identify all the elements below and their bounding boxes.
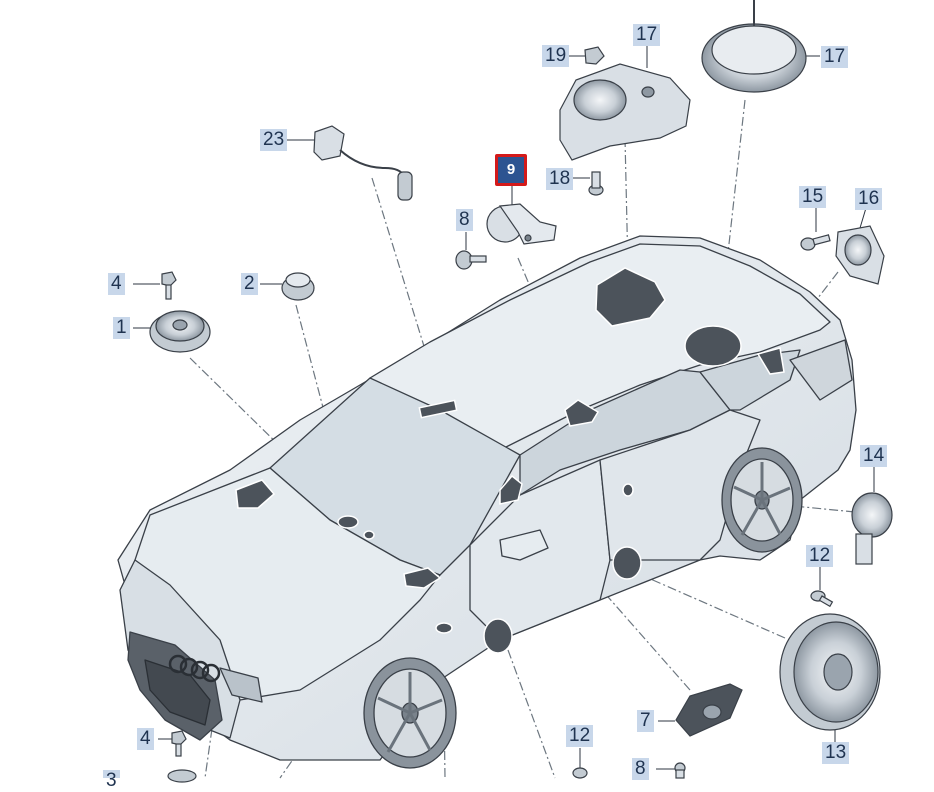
callout-18[interactable]: 18 [546, 168, 574, 190]
callout-1[interactable]: 1 [113, 317, 130, 339]
part-12-screw-lower [572, 767, 588, 779]
car-body [117, 235, 857, 769]
mount-locations [235, 267, 785, 654]
part-1-speaker [149, 310, 211, 353]
callout-15[interactable]: 15 [799, 186, 827, 208]
part-23-sensor [313, 125, 413, 201]
part-2-grommet [281, 272, 315, 301]
callout-13[interactable]: 13 [822, 742, 850, 764]
callout-4-lower[interactable]: 4 [137, 728, 154, 750]
part-13-woofer [779, 613, 881, 731]
callout-23[interactable]: 23 [260, 129, 288, 151]
callout-12-right[interactable]: 12 [806, 545, 834, 567]
part-4-screw-upper [161, 271, 177, 300]
callout-16[interactable]: 16 [855, 188, 883, 210]
callout-17-box[interactable]: 17 [633, 24, 661, 46]
callout-17-speaker[interactable]: 17 [821, 46, 849, 68]
part-16-tweeter [835, 225, 885, 285]
callout-19[interactable]: 19 [542, 45, 570, 67]
wheel-spokes [377, 462, 791, 753]
callout-12-lower[interactable]: 12 [566, 725, 594, 747]
part-18-bolt [588, 171, 604, 196]
part-9-bracket [486, 203, 557, 245]
callout-7[interactable]: 7 [637, 710, 654, 732]
part-17-speaker-round [701, 0, 807, 93]
part-12-screw-right [810, 590, 834, 608]
part-7-bracket [675, 683, 743, 737]
audi-rings-logo [168, 654, 221, 683]
callout-8-upper[interactable]: 8 [456, 209, 473, 231]
callout-14[interactable]: 14 [860, 445, 888, 467]
part-19-nut [584, 46, 605, 65]
callout-2[interactable]: 2 [241, 273, 258, 295]
callout-9[interactable]: 9 [495, 154, 527, 186]
callout-3[interactable]: 3 [103, 770, 120, 791]
part-14-tweeter [851, 492, 893, 565]
callout-8-lower[interactable]: 8 [632, 758, 649, 780]
part-8-screw-lower [674, 762, 686, 779]
part-17-subwoofer-box [559, 63, 691, 161]
part-4-screw-lower [167, 730, 197, 783]
callout-4-upper[interactable]: 4 [108, 273, 125, 295]
part-8-screw [455, 250, 487, 270]
part-15-screw [800, 234, 831, 251]
